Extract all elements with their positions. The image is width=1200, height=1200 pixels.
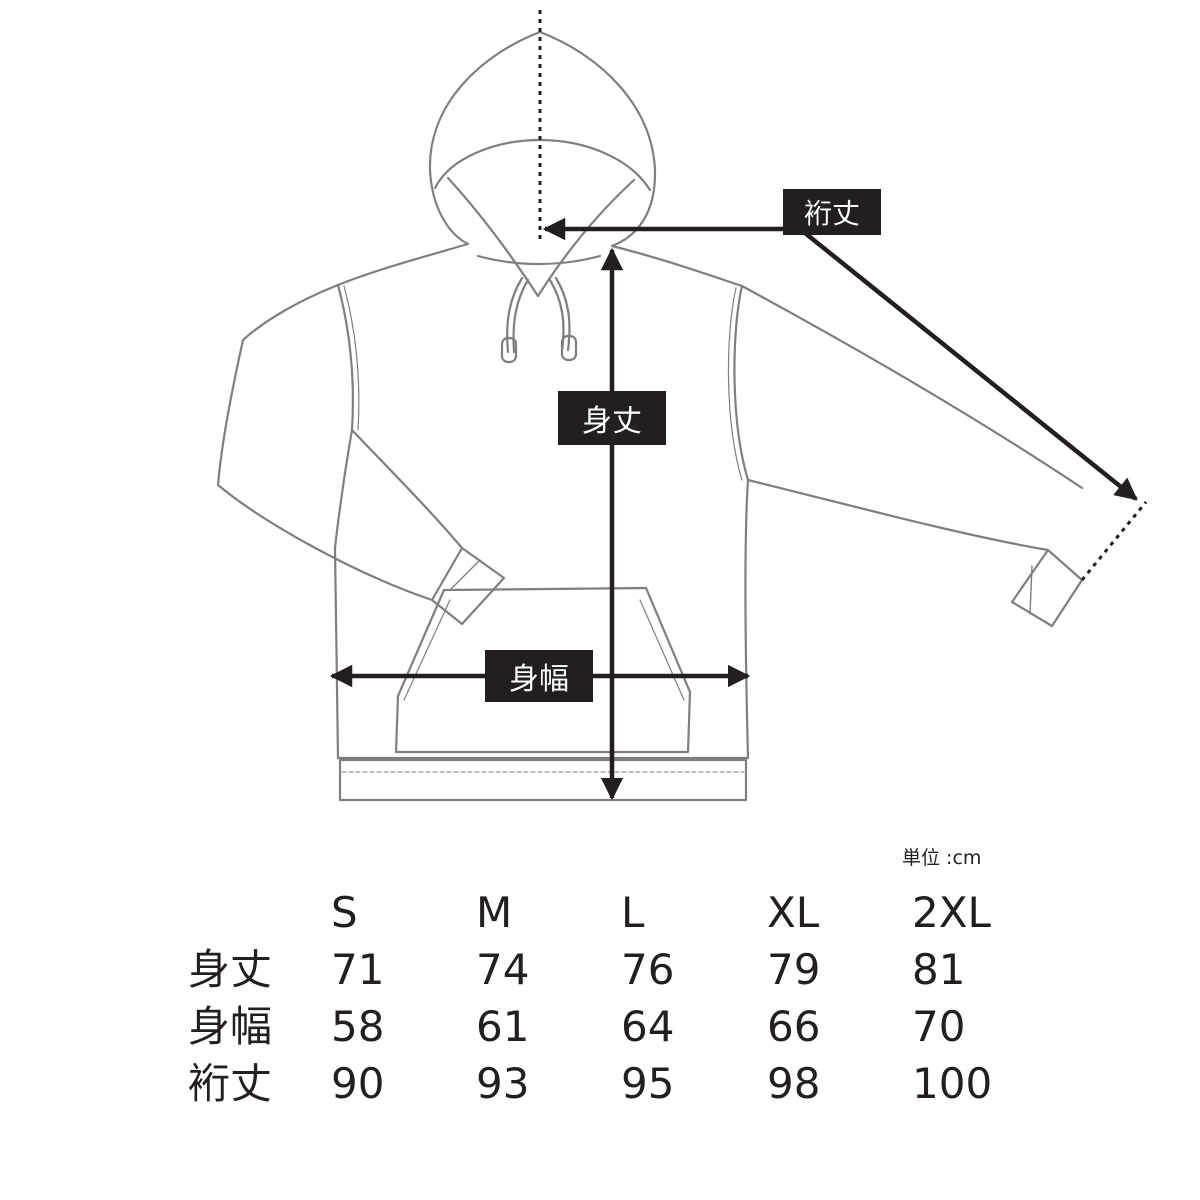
sleeve-length-label: 裄丈: [783, 189, 881, 235]
hood-inner-rim: [433, 138, 652, 192]
table-cell: 79: [767, 945, 821, 994]
sleeve-right-top: [740, 284, 1084, 490]
sleeve-left-bottom: [350, 428, 464, 550]
size-header-l: L: [621, 888, 645, 937]
table-cell: 76: [621, 945, 675, 994]
table-cell: 61: [476, 1002, 530, 1051]
size-header-xl: XL: [767, 888, 820, 937]
cuff-right-rib: [1029, 565, 1033, 615]
cuff-left: [430, 546, 506, 626]
table-cell: 58: [331, 1002, 385, 1051]
sleeve-right-bottom: [746, 478, 1050, 552]
pocket-edge-left: [403, 599, 451, 701]
unit-label: 単位 :cm: [902, 847, 982, 869]
table-cell: 98: [767, 1059, 821, 1108]
table-cell: 74: [476, 945, 530, 994]
table-cell: 70: [912, 1002, 966, 1051]
size-header-m: M: [476, 888, 513, 937]
neck-line: [476, 254, 602, 266]
seam-right-2: [727, 287, 743, 481]
hem-band: [338, 758, 748, 802]
hood-outer: [428, 30, 657, 248]
body-right-side: [744, 478, 750, 760]
measurement-lines: [329, 10, 1148, 801]
row-label-sleeve-length: 裄丈: [188, 1059, 273, 1108]
cuff-dotted-line: [1080, 501, 1148, 581]
seam-left: [336, 283, 354, 432]
table-cell: 93: [476, 1059, 530, 1108]
hoodie-outline: [216, 30, 1084, 802]
table-cell: 90: [331, 1059, 385, 1108]
table-cell: 66: [767, 1002, 821, 1051]
drawstring-right: [554, 276, 571, 352]
drawstring-left-inner: [512, 278, 530, 354]
hood-inner: [446, 176, 636, 298]
table-cell: 95: [621, 1059, 675, 1108]
drawstring-tip-right: [560, 334, 578, 362]
drawstring-tip-left: [500, 336, 518, 364]
hoodie-diagram: [216, 10, 1148, 802]
shoulder-left: [336, 242, 470, 287]
size-header-s: S: [331, 888, 358, 937]
body-length-label: 身丈: [558, 391, 666, 445]
cuff-right: [1010, 548, 1084, 628]
seam-right: [733, 284, 750, 482]
sleeve-arrow-diagonal: [798, 227, 1138, 501]
shoulder-right: [610, 244, 744, 288]
body-left-side: [333, 428, 354, 760]
table-cell: 64: [621, 1002, 675, 1051]
table-cell: 100: [912, 1059, 993, 1108]
table-cell: 71: [331, 945, 385, 994]
size-header-2xl: 2XL: [912, 888, 991, 937]
pocket: [394, 586, 692, 754]
sleeve-left-top: [216, 283, 434, 602]
row-label-body-width: 身幅: [188, 1002, 273, 1051]
drawstring-left: [506, 276, 524, 354]
table-cell: 81: [912, 945, 966, 994]
seam-left-2: [343, 285, 360, 431]
cuff-left-rib: [449, 559, 481, 591]
pocket-edge-right: [639, 599, 685, 701]
row-label-body-length: 身丈: [188, 945, 273, 994]
body-width-label: 身幅: [485, 650, 593, 702]
